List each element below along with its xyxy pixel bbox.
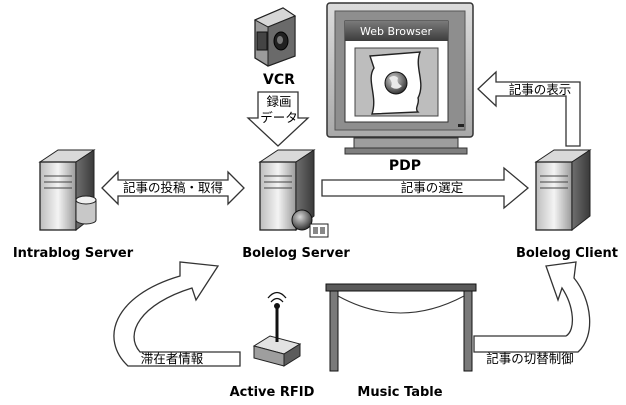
vcr-data-label-line2: データ [260, 110, 298, 125]
music-table-icon [325, 283, 477, 372]
rfid-to-server-label: 滞在者情報 [141, 351, 204, 366]
bolelog-server-icon [258, 149, 329, 238]
browser-title: Web Browser [360, 25, 433, 38]
pdp-label: PDP [389, 158, 421, 174]
server-to-client-label: 記事の選定 [401, 180, 464, 195]
music-table-label: Music Table [357, 385, 442, 400]
vcr-to-server-arrow [246, 91, 310, 147]
vcr-camcorder-icon [253, 7, 297, 67]
client-to-pdp-arrow [477, 70, 581, 147]
server-to-client-arrow [321, 166, 530, 210]
server-film-icon [309, 223, 329, 238]
active-rfid-label: Active RFID [230, 385, 315, 400]
vcr-data-label-line1: 録画 [266, 94, 291, 109]
table-to-client-label: 記事の切替制御 [486, 351, 574, 366]
vcr-label: VCR [263, 72, 295, 88]
pdp-monitor: Web Browser [326, 2, 474, 155]
active-rfid-icon [252, 291, 302, 367]
client-to-pdp-label: 記事の表示 [509, 82, 572, 97]
intrablog-server-icon [38, 149, 97, 232]
bolelog-server-label: Bolelog Server [242, 246, 350, 261]
bolelog-client-icon [534, 149, 592, 232]
intrablog-bolelog-label: 記事の投稿・取得 [123, 180, 223, 195]
intrablog-bolelog-double-arrow [101, 170, 245, 206]
rfid-to-server-arrow [113, 261, 241, 367]
intrablog-server-label: Intrablog Server [13, 246, 134, 261]
web-browser-window: Web Browser [344, 20, 449, 123]
bolelog-client-label: Bolelog Client [516, 246, 618, 261]
server-globe-icon [291, 209, 313, 231]
table-to-client-arrow [473, 261, 591, 353]
